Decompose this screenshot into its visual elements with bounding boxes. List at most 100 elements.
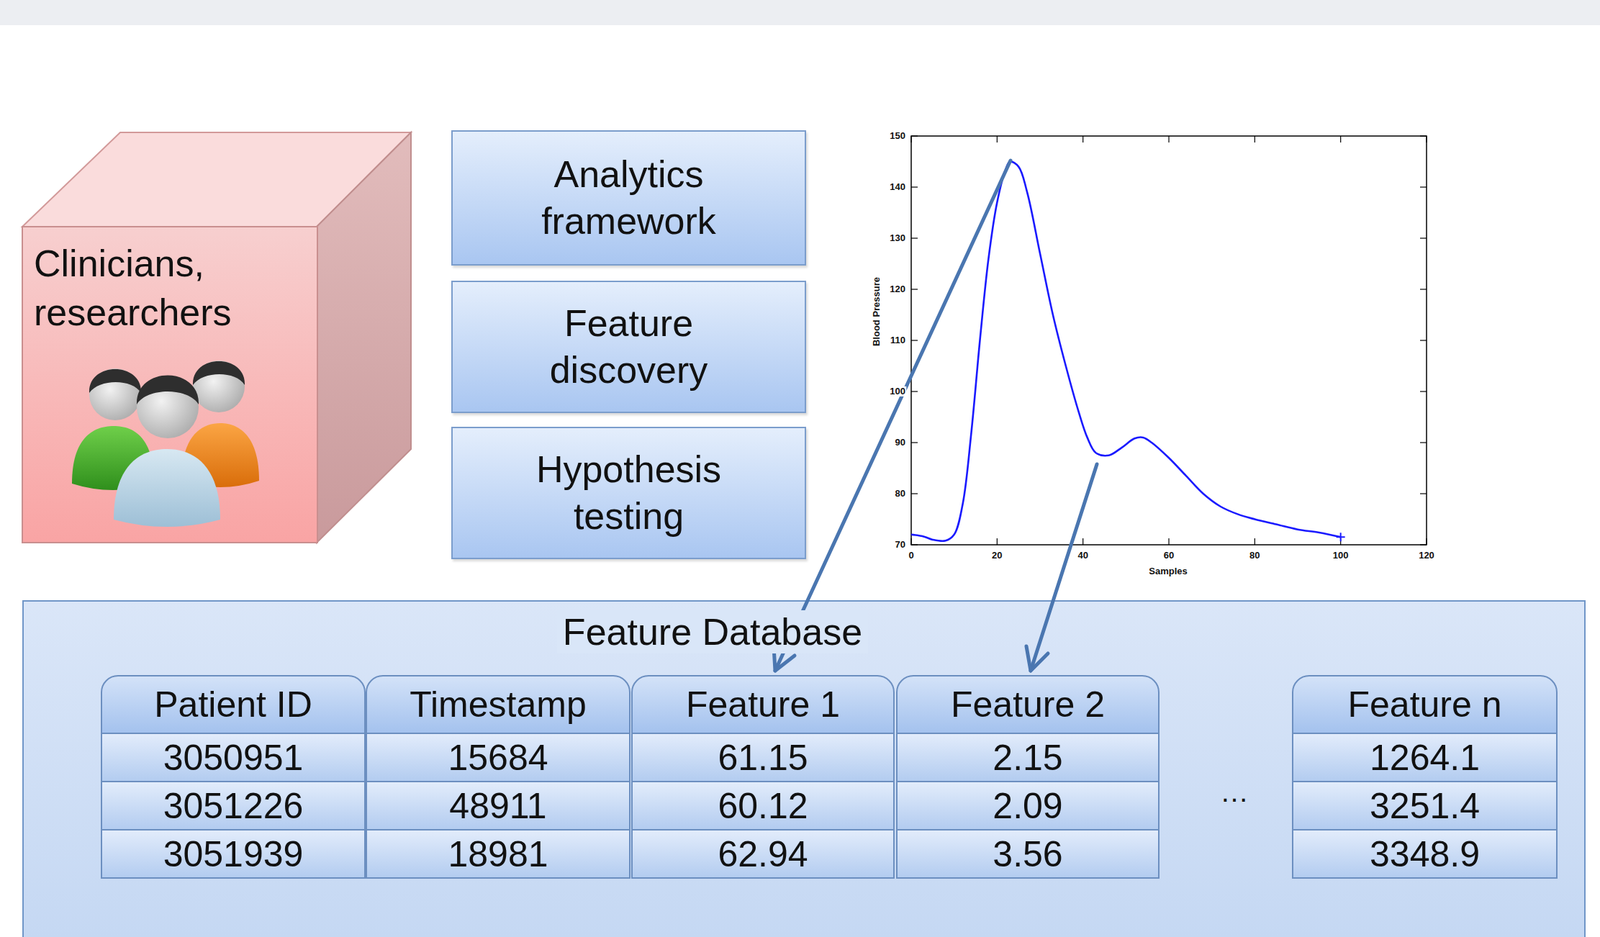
- axis-tick: [911, 544, 918, 545]
- axis-tick: [1254, 136, 1256, 143]
- axis-tick: [911, 186, 918, 188]
- axis-tick: [1168, 136, 1169, 143]
- column-header: Timestamp: [365, 675, 631, 735]
- node-label: Hypothesis testing: [513, 446, 745, 540]
- tick-label: 140: [888, 182, 907, 193]
- actor-box: Clinicians, researchers: [22, 226, 340, 543]
- axis-tick: [1420, 339, 1427, 341]
- pressure-waveform: [911, 161, 1341, 541]
- node-label: Clinicians, researchers: [22, 226, 340, 337]
- tick-label: 90: [894, 437, 907, 448]
- process-box: Analytics framework: [451, 130, 807, 266]
- axis-tick: [911, 237, 918, 239]
- tick-label: 150: [888, 130, 907, 142]
- table-cell: 3051939: [100, 830, 366, 879]
- tick-label: 100: [888, 386, 907, 397]
- database-panel: Feature DatabasePatient ID30509513051226…: [22, 600, 1586, 937]
- column-header: Feature n: [1291, 675, 1558, 735]
- table-cell: 3050951: [100, 734, 366, 783]
- axis-tick: [1082, 538, 1084, 545]
- axis-tick: [911, 493, 918, 494]
- table-cell: 3251.4: [1291, 782, 1558, 831]
- table-cell: 60.12: [631, 782, 895, 831]
- tick-label: 110: [889, 335, 907, 346]
- table-cell: 1264.1: [1291, 734, 1558, 783]
- plot-frame: [911, 136, 1427, 545]
- table-cell: 2.09: [896, 782, 1160, 831]
- tick-label: 0: [907, 550, 915, 561]
- axis-tick: [911, 441, 918, 443]
- axis-tick: [911, 135, 918, 137]
- person-body: [113, 449, 221, 527]
- cube-side: [316, 132, 411, 543]
- tick-label: 60: [1163, 550, 1175, 561]
- top-band: [0, 0, 1600, 26]
- arrow-head: [773, 646, 795, 671]
- table-cell: 18981: [365, 830, 631, 879]
- axis-tick: [1340, 136, 1341, 143]
- axis-tick: [1420, 135, 1427, 137]
- axis-tick: [910, 136, 912, 143]
- leader-arrow: [775, 160, 1011, 671]
- axis-tick: [996, 538, 998, 545]
- tick-label: 80: [1248, 550, 1261, 561]
- table-column: Feature 161.1560.1262.94: [631, 675, 895, 879]
- arrow-head: [1026, 646, 1048, 671]
- axis-tick: [1420, 493, 1427, 494]
- column-header: Patient ID: [100, 675, 366, 735]
- axis-tick: [1168, 538, 1169, 545]
- panel-title: Feature Database: [557, 610, 869, 654]
- table-cell: 62.94: [631, 830, 895, 879]
- tick-label: 100: [1332, 550, 1350, 561]
- axis-tick: [1425, 136, 1427, 143]
- axis-tick: [1082, 136, 1084, 143]
- axis-tick: [1254, 538, 1256, 545]
- table-cell: 3348.9: [1291, 830, 1558, 879]
- table-column: Timestamp156844891118981: [365, 675, 631, 879]
- axis-tick: [1420, 186, 1427, 188]
- tick-label: 120: [1417, 550, 1436, 561]
- person-head: [192, 360, 245, 413]
- table-cell: 3051226: [100, 782, 366, 831]
- person-hair: [89, 369, 142, 393]
- end-marker: [1336, 532, 1346, 542]
- tick-label: 40: [1076, 550, 1089, 561]
- table-cell: 2.15: [896, 734, 1160, 783]
- axis-tick: [1420, 288, 1427, 290]
- column-header: Feature 1: [631, 675, 895, 735]
- waveform-chart: [911, 136, 1427, 545]
- leader-arrow: [1030, 464, 1097, 671]
- table-cell: 3.56: [896, 830, 1160, 879]
- axis-tick: [911, 390, 918, 392]
- process-box: Feature discovery: [451, 280, 807, 414]
- person-hair: [192, 361, 245, 386]
- tick-label: 120: [888, 284, 907, 295]
- ellipsis: …: [1219, 775, 1249, 808]
- axis-label: Samples: [1148, 566, 1187, 577]
- tick-label: 80: [894, 488, 907, 499]
- axis-tick: [1420, 390, 1427, 392]
- axis-tick: [1425, 538, 1427, 545]
- axis-tick: [911, 339, 918, 341]
- table-column: Feature n1264.13251.43348.9: [1291, 675, 1558, 879]
- node-label: Analytics framework: [513, 151, 745, 245]
- table-cell: 48911: [365, 782, 631, 831]
- tick-label: 130: [888, 233, 907, 244]
- table-column: Feature 22.152.093.56: [896, 675, 1160, 879]
- axis-label: Blood Pressure: [871, 277, 882, 347]
- table-column: Patient ID305095130512263051939: [100, 675, 366, 879]
- axis-tick: [996, 136, 998, 143]
- axis-tick: [1420, 544, 1427, 545]
- person-head: [89, 368, 142, 421]
- tick-label: 20: [991, 550, 1003, 561]
- person-hair: [136, 375, 199, 406]
- table-cell: 15684: [365, 734, 631, 783]
- column-header: Feature 2: [896, 675, 1160, 735]
- node-label: Feature discovery: [513, 300, 745, 394]
- table-cell: 61.15: [631, 734, 895, 783]
- axis-tick: [1420, 237, 1427, 239]
- axis-tick: [1420, 441, 1427, 443]
- axis-tick: [911, 288, 918, 290]
- tick-label: 70: [894, 539, 907, 550]
